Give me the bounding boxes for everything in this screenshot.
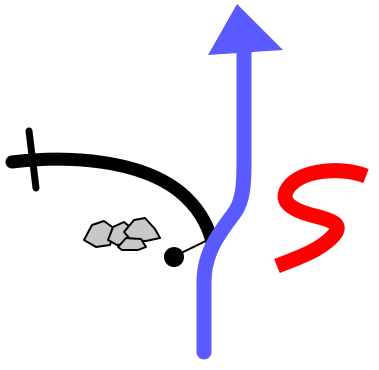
junction-dot	[164, 247, 184, 267]
road-tick	[29, 131, 36, 188]
letter-s-shape	[277, 171, 366, 266]
rocks-icon	[84, 218, 160, 250]
letter-s-icon	[277, 171, 366, 266]
arrow-up-route-icon	[204, 4, 283, 352]
route-line	[204, 48, 244, 352]
route-arrow-head	[208, 4, 283, 55]
curved-road-icon	[12, 131, 212, 242]
